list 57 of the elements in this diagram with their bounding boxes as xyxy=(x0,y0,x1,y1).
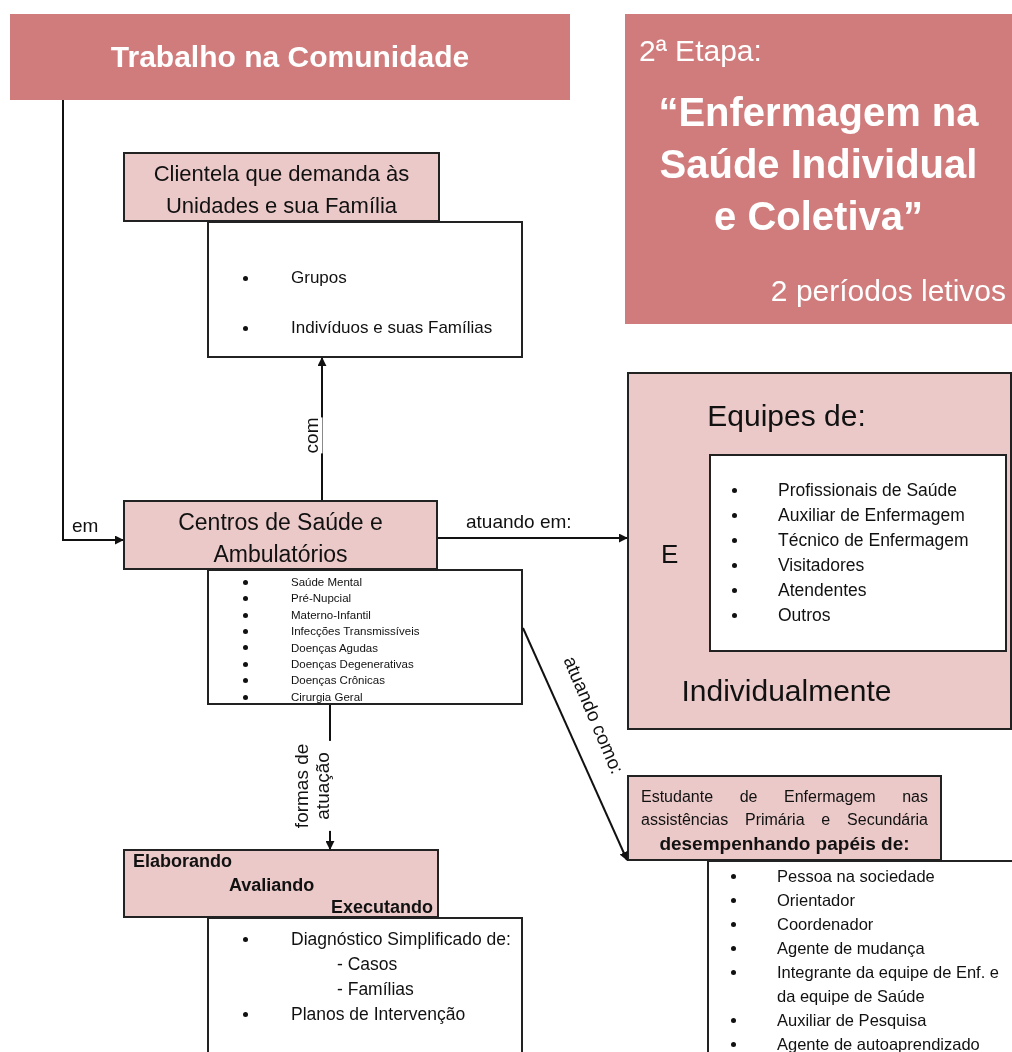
box-text: Individualmente xyxy=(680,674,893,708)
arrow xyxy=(437,533,628,543)
action-word: Elaborando xyxy=(133,851,232,872)
box-text: E xyxy=(661,539,679,570)
title-box xyxy=(10,14,570,100)
stage-box xyxy=(625,14,1012,324)
arrow xyxy=(317,357,327,501)
list-item: Coordenador xyxy=(777,915,874,933)
edge-label: formas de atuação xyxy=(292,740,334,831)
list-item: Planos de Intervenção xyxy=(291,1004,466,1024)
list-item: Técnico de Enfermagem xyxy=(778,530,969,550)
list-item: Auxiliar de Pesquisa xyxy=(777,1011,927,1029)
box-heading: Centros de Saúde e Ambulatórios xyxy=(177,508,384,570)
list-item: Profissionais de Saúde xyxy=(778,480,957,500)
list-box xyxy=(207,569,523,705)
list-item: Grupos xyxy=(291,268,347,287)
stage-label: 2ª Etapa: xyxy=(639,34,762,68)
student-box xyxy=(627,775,942,861)
list-item: Visitadores xyxy=(778,555,865,575)
list-item: Doenças Agudas xyxy=(291,641,378,654)
list-item: Atendentes xyxy=(778,580,867,600)
list-item: Diagnóstico Simplificado de: xyxy=(291,929,511,949)
list-item: Cirurgia Geral xyxy=(291,690,363,703)
duration-text: 2 períodos letivos xyxy=(770,274,1006,308)
teams-box xyxy=(627,372,1012,730)
list-item: Outros xyxy=(778,605,831,625)
list-item: Orientador xyxy=(777,891,855,909)
list-item: Indivíduos e suas Famílias xyxy=(291,318,493,337)
health-center-box xyxy=(123,500,438,570)
list-item: Integrante da equipe de Enf. e da equipe de Saúde xyxy=(777,963,999,1005)
title-text: Trabalho na Comunidade xyxy=(109,40,471,74)
list-item: Doenças Degenerativas xyxy=(291,658,414,671)
list-item: Pré-Nupcial xyxy=(291,592,352,605)
arrow xyxy=(62,99,124,545)
box-heading: desempenhando papéis de: xyxy=(658,833,911,855)
list-item: Doenças Crônicas xyxy=(291,674,385,687)
list-item: - Famílias xyxy=(337,979,414,999)
list-item: Pessoa na sociedade xyxy=(777,867,935,885)
list-item: Materno-Infantil xyxy=(291,608,371,621)
list-item: Agente de mudança xyxy=(777,939,925,957)
list-box xyxy=(207,917,523,1052)
box-heading: Equipes de: xyxy=(706,399,867,433)
clientele-box xyxy=(123,152,440,222)
list-box xyxy=(709,454,1007,652)
list-box xyxy=(207,221,523,358)
action-word: Executando xyxy=(330,897,433,918)
box-text: Estudante de Enfermagem nas assistências Primária e Secundária xyxy=(641,787,928,831)
list-item: Auxiliar de Enfermagem xyxy=(778,505,965,525)
arrow xyxy=(522,627,628,861)
list-item: Infecções Transmissíveis xyxy=(291,625,420,638)
list-box xyxy=(707,860,1012,1052)
stage-title: “Enfermagem na Saúde Individual e Coletiva” xyxy=(657,89,980,240)
list-item: Saúde Mental xyxy=(291,576,362,588)
action-word: Avaliando xyxy=(229,875,315,896)
actions-box xyxy=(123,849,439,918)
list-item: - Casos xyxy=(337,954,398,974)
box-heading: Clientela que demanda às Unidades e sua Família xyxy=(152,160,411,220)
